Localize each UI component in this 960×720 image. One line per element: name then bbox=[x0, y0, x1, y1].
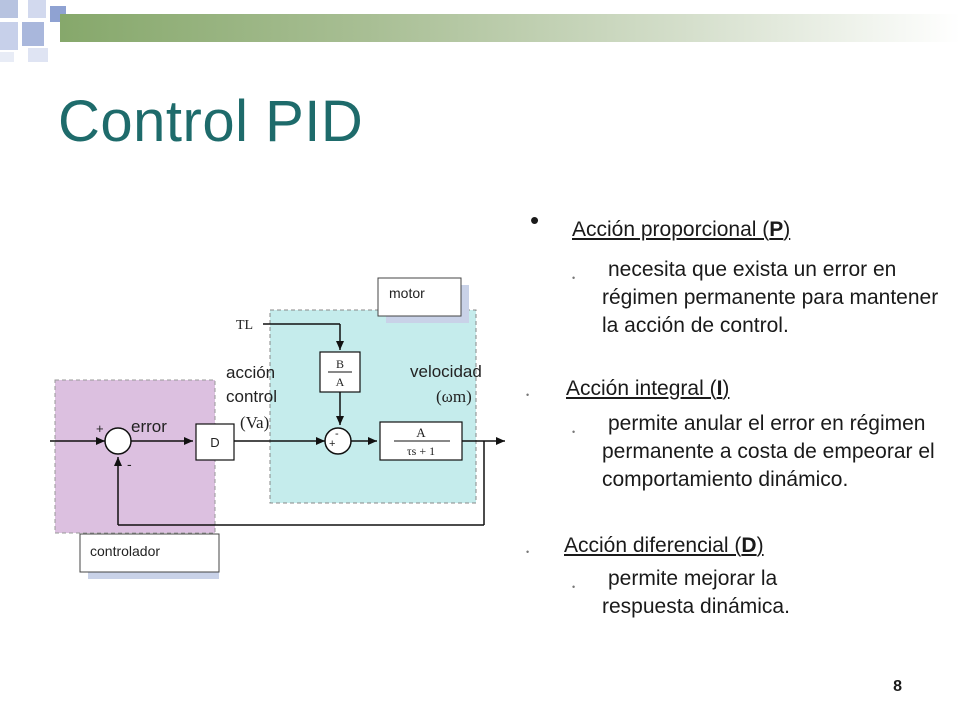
tl-label: TL bbox=[236, 318, 253, 333]
block-ba-num: B bbox=[336, 357, 344, 371]
controller-label: controlador bbox=[90, 543, 160, 559]
motor-label: motor bbox=[389, 285, 425, 301]
block-plant-num: A bbox=[416, 425, 426, 440]
p-heading-text: Acción proporcional (P) bbox=[572, 218, 791, 241]
controller-label-box bbox=[79, 533, 220, 573]
velocidad-label: velocidad bbox=[410, 362, 482, 381]
i-heading-text: Acción integral (I) bbox=[566, 377, 730, 400]
decor-square-2 bbox=[28, 0, 46, 18]
decor-square-1 bbox=[0, 0, 18, 18]
slide-title: Control PID bbox=[58, 89, 364, 154]
d-detail: • permite mejorar la respuesta dinámica. bbox=[572, 567, 790, 618]
sub-bullet-dot: • bbox=[526, 547, 530, 557]
motor-region bbox=[269, 309, 477, 504]
summing-junction-1 bbox=[104, 427, 132, 455]
decor-square-7 bbox=[0, 52, 14, 62]
error-label: error bbox=[131, 417, 167, 436]
page-number: 8 bbox=[893, 678, 902, 695]
top-gradient-bar bbox=[60, 14, 960, 42]
p-heading: • Acción proporcional (P) bbox=[530, 207, 960, 242]
accion-label: acción bbox=[226, 363, 275, 382]
d-heading-text: Acción diferencial (D) bbox=[564, 534, 764, 557]
block-plant-den: τs + 1 bbox=[407, 444, 435, 458]
wm-label: (ωm) bbox=[436, 387, 472, 406]
i-detail: • permite anular el error en régimen per… bbox=[572, 412, 935, 491]
block-ba-den: A bbox=[336, 375, 345, 389]
d-heading: • Acción diferencial (D) bbox=[526, 534, 960, 558]
i-heading: • Acción integral (I) bbox=[526, 377, 960, 401]
decor-square-3 bbox=[0, 22, 18, 50]
bullet-dot: • bbox=[530, 205, 540, 235]
sub-bullet-dot: • bbox=[526, 390, 530, 400]
motor-label-box bbox=[377, 277, 462, 317]
sub-bullet-dot: • bbox=[572, 427, 576, 437]
decor-square-4 bbox=[22, 22, 44, 46]
decor-square-6 bbox=[28, 48, 48, 62]
sum1-plus-sign: + bbox=[96, 421, 104, 436]
sum1-minus-sign: - bbox=[127, 456, 132, 472]
sub-bullet-dot: • bbox=[572, 273, 576, 283]
control-label: control bbox=[226, 387, 277, 406]
controller-region bbox=[54, 379, 216, 534]
block-d bbox=[195, 423, 235, 461]
p-detail: • necesita que exista un error en régime… bbox=[572, 258, 939, 337]
sub-bullet-dot: • bbox=[572, 582, 576, 592]
sum2-minus-sign: - bbox=[335, 428, 339, 440]
va-label: (Va) bbox=[240, 413, 269, 432]
sum2-plus-sign: + bbox=[329, 438, 335, 450]
block-d-label: D bbox=[210, 435, 219, 450]
